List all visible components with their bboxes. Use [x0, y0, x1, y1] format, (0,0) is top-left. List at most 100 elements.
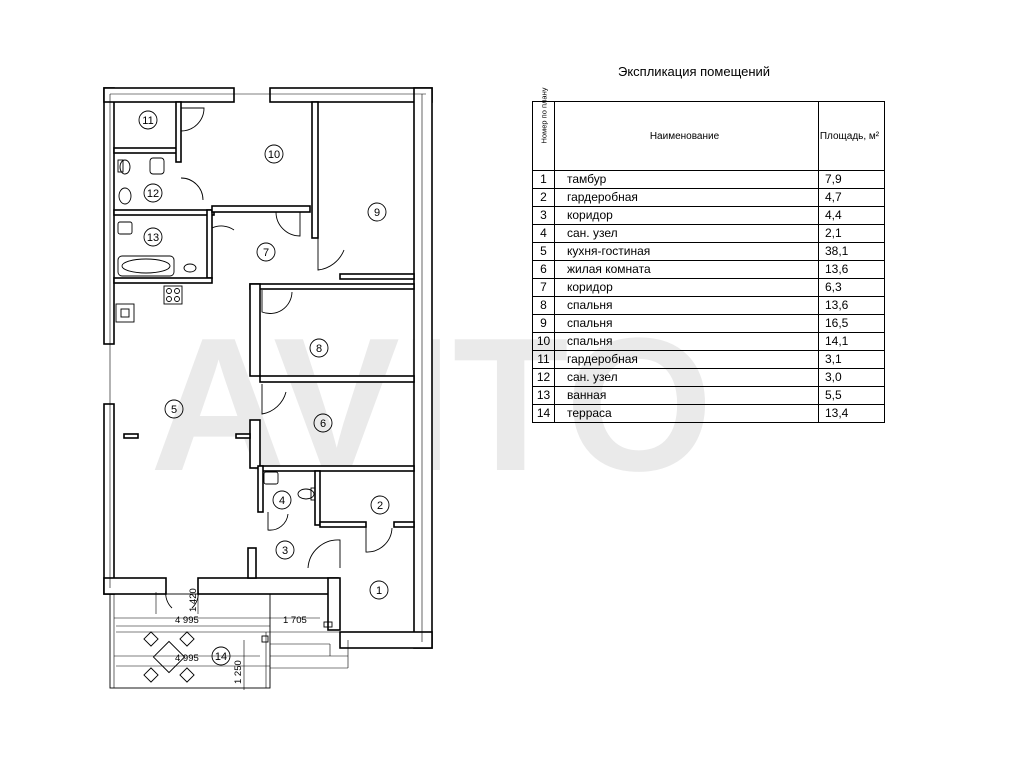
row-name: терраса [554, 404, 819, 423]
row-name: гардеробная [554, 188, 819, 207]
row-number: 3 [532, 206, 555, 225]
svg-text:8: 8 [316, 343, 322, 355]
doors [165, 107, 393, 609]
room-marker-1: 1 [369, 580, 389, 600]
svg-text:11: 11 [142, 115, 153, 127]
row-number: 11 [532, 350, 555, 369]
row-number: 8 [532, 296, 555, 315]
room-marker-2: 2 [370, 495, 390, 515]
header-number: Номер по плану [532, 87, 555, 171]
row-number: 13 [532, 386, 555, 405]
svg-text:10: 10 [268, 149, 280, 161]
dim-terrace-right: 1 705 [283, 615, 307, 626]
room-marker-13: 13 [143, 227, 163, 247]
svg-text:1: 1 [376, 585, 382, 597]
svg-text:7: 7 [263, 247, 269, 259]
svg-text:2: 2 [377, 500, 383, 512]
row-name: гардеробная [554, 350, 819, 369]
room-marker-11: 11 [138, 110, 158, 130]
room-marker-5: 5 [164, 399, 184, 419]
room-marker-10: 10 [264, 144, 284, 164]
row-area: 5,5 [818, 386, 885, 405]
row-name: сан. узел [554, 368, 819, 387]
row-name: кухня-гостиная [554, 242, 819, 261]
dim-terrace-bottom: 4 995 [175, 653, 199, 664]
row-name: ванная [554, 386, 819, 405]
row-name: сан. узел [554, 224, 819, 243]
room-marker-12: 12 [143, 183, 163, 203]
row-area: 14,1 [818, 332, 885, 351]
dim-terrace-step: 1 250 [233, 660, 244, 684]
room-marker-6: 6 [313, 413, 333, 433]
row-area: 4,7 [818, 188, 885, 207]
svg-text:3: 3 [282, 545, 288, 557]
row-area: 16,5 [818, 314, 885, 333]
table-header-row: Номер по плану Наименование Площадь, м² [532, 87, 885, 171]
svg-text:12: 12 [147, 188, 159, 200]
row-number: 1 [532, 170, 555, 189]
row-area: 3,0 [818, 368, 885, 387]
row-number: 5 [532, 242, 555, 261]
dimension-labels: 4 995 1 705 4 995 1 420 1 250 [175, 588, 307, 684]
row-number: 14 [532, 404, 555, 423]
row-area: 7,9 [818, 170, 885, 189]
row-number: 9 [532, 314, 555, 333]
row-number: 4 [532, 224, 555, 243]
row-name: тамбур [554, 170, 819, 189]
terrace [109, 592, 349, 690]
row-name: жилая комната [554, 260, 819, 279]
row-area: 13,4 [818, 404, 885, 423]
row-area: 38,1 [818, 242, 885, 261]
room-marker-4: 4 [272, 490, 292, 510]
svg-text:5: 5 [171, 404, 177, 416]
room-marker-14: 14 [211, 646, 231, 666]
row-area: 3,1 [818, 350, 885, 369]
dim-terrace-top: 4 995 [175, 615, 199, 626]
header-name: Наименование [554, 101, 819, 171]
row-name: спальня [554, 296, 819, 315]
room-marker-3: 3 [275, 540, 295, 560]
dim-terrace-depth: 1 420 [188, 588, 199, 612]
fixtures [115, 157, 316, 501]
room-marker-8: 8 [309, 338, 329, 358]
row-number: 10 [532, 332, 555, 351]
row-number: 6 [532, 260, 555, 279]
row-area: 13,6 [818, 260, 885, 279]
table-title: Экспликация помещений [618, 64, 771, 79]
header-area: Площадь, м² [818, 101, 885, 171]
row-name: спальня [554, 332, 819, 351]
row-area: 6,3 [818, 278, 885, 297]
room-markers: 1 2 3 4 5 6 7 8 9 10 11 12 13 14 [138, 110, 390, 666]
svg-text:9: 9 [374, 207, 380, 219]
row-number: 12 [532, 368, 555, 387]
row-area: 2,1 [818, 224, 885, 243]
interior-walls [113, 101, 415, 579]
outer-walls [103, 87, 433, 649]
svg-text:13: 13 [147, 232, 159, 244]
svg-text:4: 4 [279, 495, 285, 507]
room-marker-9: 9 [367, 202, 387, 222]
row-name: коридор [554, 278, 819, 297]
row-number: 2 [532, 188, 555, 207]
row-area: 4,4 [818, 206, 885, 225]
row-number: 7 [532, 278, 555, 297]
row-name: спальня [554, 314, 819, 333]
room-marker-7: 7 [256, 242, 276, 262]
svg-text:14: 14 [215, 651, 227, 663]
row-area: 13,6 [818, 296, 885, 315]
explication-table: Номер по плану Наименование Площадь, м² … [532, 87, 885, 423]
